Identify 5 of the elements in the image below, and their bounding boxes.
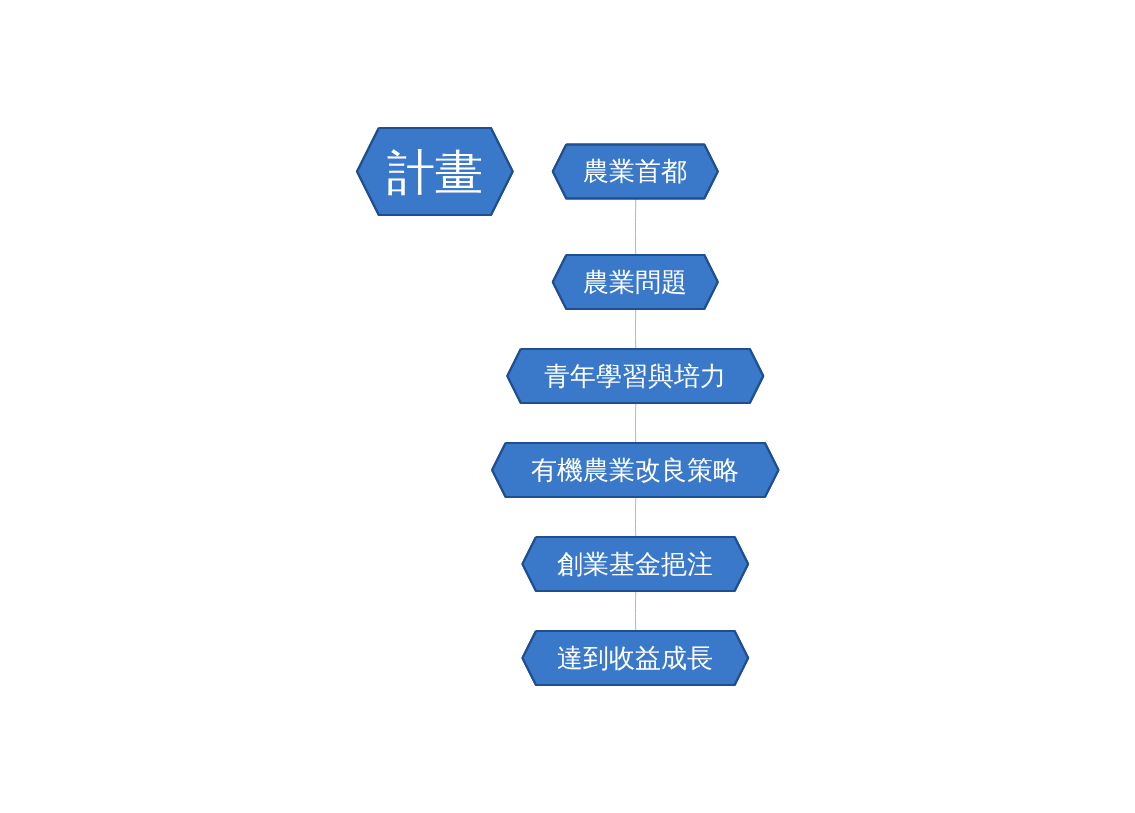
- connector: [634, 309, 637, 350]
- connector: [634, 497, 637, 538]
- connector: [634, 403, 637, 444]
- connector: [634, 198, 637, 256]
- connector: [634, 591, 637, 632]
